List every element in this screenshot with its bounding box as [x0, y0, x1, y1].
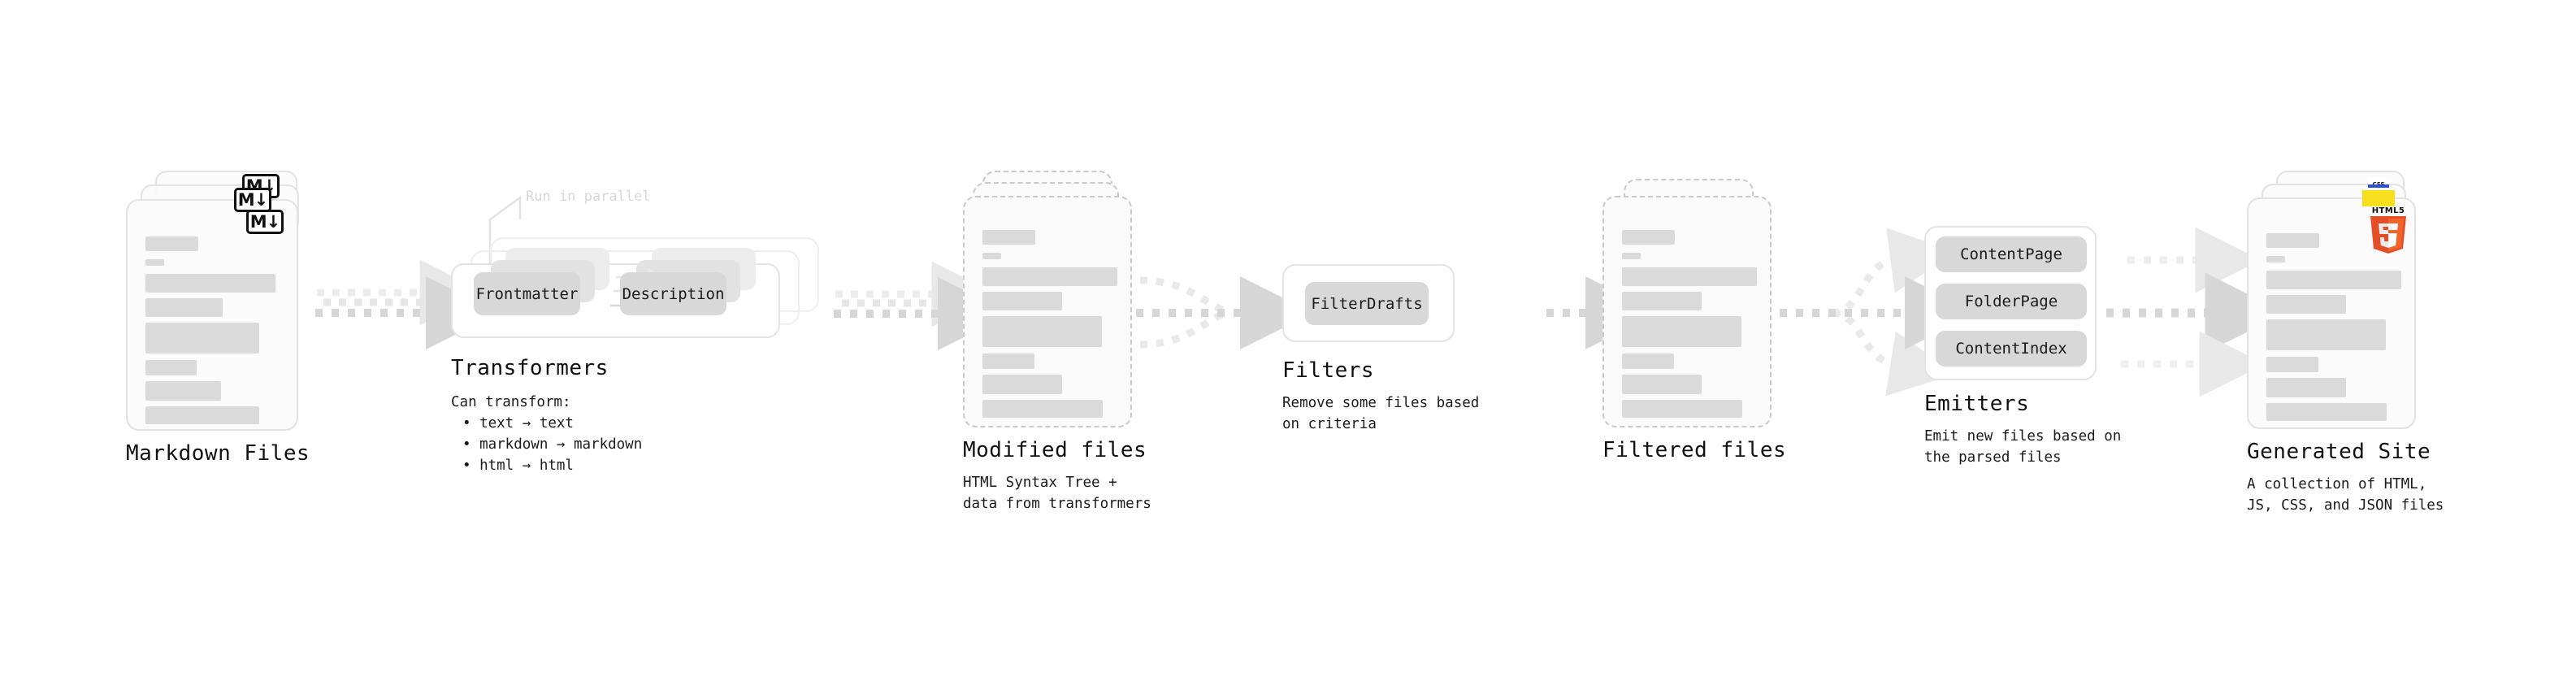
filtered-card-front	[1602, 196, 1772, 427]
js-badge-wrap	[2362, 190, 2395, 206]
connector-transformers-to-modified	[834, 261, 1011, 350]
skeleton-bar	[2266, 271, 2401, 289]
skeleton-bar	[982, 354, 1034, 369]
markdown-icon: M↓	[246, 210, 284, 234]
skeleton-bar	[982, 267, 1117, 286]
stage-filtered-files: Filtered files	[1602, 171, 1806, 462]
stage-title-markdown-files: Markdown Files	[126, 441, 310, 466]
markdown-badge-front: M↓	[246, 210, 284, 234]
skeleton-bar	[145, 360, 197, 375]
modified-files-desc: HTML Syntax Tree + data from transformer…	[963, 475, 1151, 512]
css-badge-wrap: CSS	[2368, 177, 2389, 188]
stage-markdown-files: M↓ M↓ M↓ Markdown Files	[126, 171, 329, 466]
skeleton-bar	[982, 253, 1001, 259]
skeleton-bar	[145, 236, 198, 251]
stage-title-filters: Filters	[1282, 358, 1375, 383]
skeleton-bar	[2266, 357, 2318, 372]
skeleton-bar	[145, 259, 164, 266]
css-icon: CSS	[2368, 177, 2389, 188]
transformer-chip-frontmatter[interactable]: Frontmatter	[474, 272, 580, 315]
skeleton-bar	[145, 298, 223, 317]
skeleton-bar	[145, 274, 275, 293]
skeleton-bar	[1622, 253, 1641, 259]
filter-chip-filterdrafts[interactable]: FilterDrafts	[1305, 282, 1429, 325]
skeleton-bar	[145, 323, 259, 354]
skeleton-bar	[1622, 316, 1741, 347]
emitter-chip-contentpage[interactable]: ContentPage	[1936, 236, 2087, 272]
stage-title-filtered-files: Filtered files	[1602, 438, 1787, 462]
stage-title-emitters: Emitters	[1924, 392, 2030, 416]
stage-generated-site: CSS HTML5 Generated Site	[2247, 171, 2466, 516]
emitter-chip-contentindex[interactable]: ContentIndex	[1936, 331, 2087, 367]
skeleton-bar	[2266, 378, 2346, 397]
skeleton-bar	[2266, 256, 2285, 262]
skeleton-bar	[982, 400, 1103, 418]
skeleton-bar	[1622, 267, 1757, 286]
stage-transformers: Run in parallel Frontmatter Description …	[451, 187, 833, 476]
html5-icon: HTML5	[2367, 206, 2409, 257]
markdown-card-front	[126, 199, 298, 431]
stage-filters: FilterDrafts Filters Remove some files b…	[1282, 264, 1479, 435]
html5-badge-wrap: HTML5	[2367, 206, 2409, 257]
bullet-item: • markdown → markdown	[462, 436, 643, 453]
skeleton-bar	[1622, 354, 1674, 369]
stage-modified-files: Modified files HTML Syntax Tree + data f…	[963, 171, 1166, 514]
connector-markdown-to-transformers	[315, 259, 499, 349]
skeleton-bar	[145, 381, 221, 401]
transformer-chip-description[interactable]: Description	[620, 272, 726, 315]
emitter-chip-folderpage[interactable]: FolderPage	[1936, 284, 2087, 319]
skeleton-bar	[2266, 319, 2386, 350]
skeleton-bar	[982, 292, 1062, 310]
skeleton-bar	[145, 406, 259, 424]
generated-site-desc: A collection of HTML, JS, CSS, and JSON …	[2247, 476, 2444, 514]
js-icon	[2362, 190, 2395, 206]
skeleton-bar	[982, 316, 1102, 347]
stage-title-generated-site: Generated Site	[2247, 440, 2431, 464]
skeleton-bar	[1622, 230, 1675, 245]
markdown-badge-mid: M↓	[234, 188, 271, 212]
skeleton-bar	[982, 375, 1062, 394]
stage-emitters: ContentPage FolderPage ContentIndex Emit…	[1924, 226, 2127, 468]
filters-desc: Remove some files based on criteria	[1282, 395, 1480, 432]
skeleton-bar	[1622, 292, 1702, 310]
skeleton-bar	[1622, 400, 1742, 418]
bullet-item: • html → html	[462, 458, 574, 474]
css-icon-underline	[2368, 184, 2389, 188]
markdown-icon: M↓	[234, 188, 271, 212]
run-in-parallel-label: Run in parallel	[526, 189, 651, 205]
html5-icon-label: HTML5	[2371, 206, 2405, 215]
skeleton-bar	[982, 230, 1035, 245]
transformers-desc-heading: Can transform:	[451, 394, 571, 410]
skeleton-bar	[1622, 375, 1702, 394]
stage-title-modified-files: Modified files	[963, 438, 1147, 462]
emitters-desc: Emit new files based on the parsed files	[1924, 428, 2122, 466]
transformers-desc-bullets: • text → text • markdown → markdown • ht…	[462, 413, 833, 476]
stage-title-transformers: Transformers	[451, 356, 609, 380]
bullet-item: • text → text	[462, 415, 574, 432]
skeleton-bar	[2266, 295, 2346, 314]
skeleton-bar	[2266, 233, 2319, 248]
skeleton-bar	[2266, 403, 2387, 421]
modified-card-front	[963, 196, 1132, 427]
